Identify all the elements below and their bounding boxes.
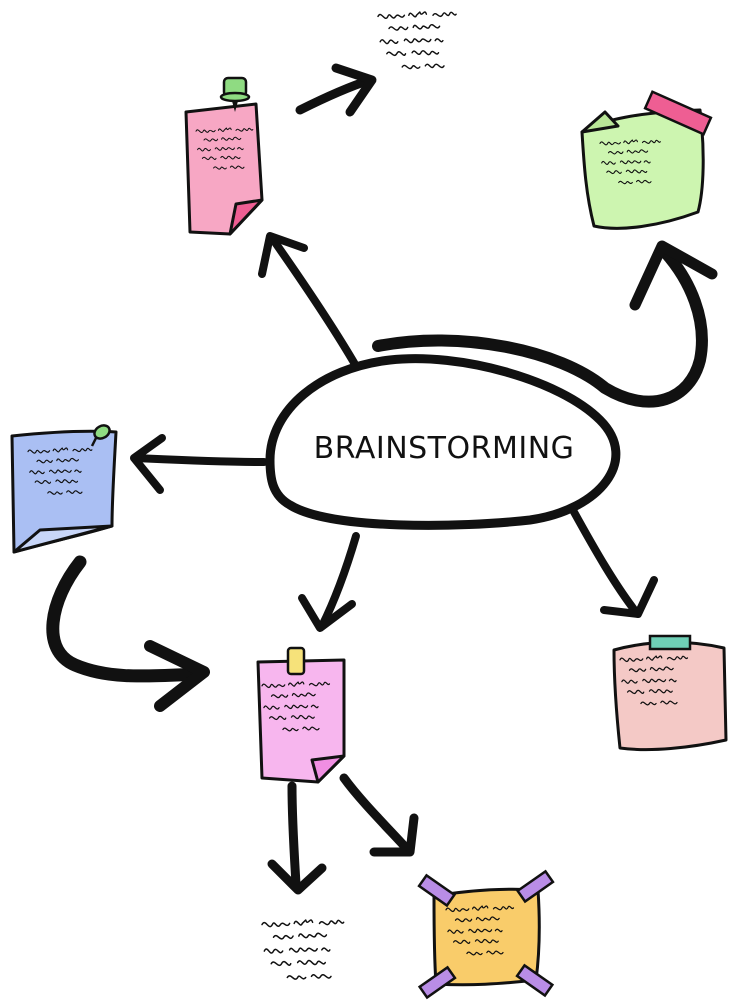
handwriting-scribble-bottom <box>261 919 345 980</box>
pushpin-icon <box>219 76 251 112</box>
arrow-to-rose-note <box>570 508 658 618</box>
arrow-blue-to-violet <box>46 555 210 712</box>
central-node: BRAINSTORMING <box>265 354 621 530</box>
arrow-to-pink-note <box>258 232 360 370</box>
arrow-to-blue-note <box>130 434 268 494</box>
central-label: BRAINSTORMING <box>314 431 575 466</box>
clip-icon <box>286 646 306 676</box>
sticky-note-pink <box>184 76 264 236</box>
sticky-note-orange <box>417 869 555 1000</box>
sticky-note-green <box>580 90 713 230</box>
pushpin-icon <box>90 424 111 447</box>
connector-arrows <box>46 63 718 895</box>
tape-icon <box>648 634 692 651</box>
tape-icon <box>643 90 713 136</box>
handwriting-scribble-top <box>377 11 457 70</box>
sticky-note-blue <box>10 424 118 554</box>
arrow-pink-to-scribble <box>295 63 377 117</box>
sticky-note-violet <box>256 646 346 784</box>
tape-icon <box>417 869 555 1000</box>
arrow-to-green-note <box>372 240 718 408</box>
arrow-violet-to-scribble <box>267 781 327 895</box>
arrow-to-violet-note <box>298 532 360 632</box>
sticky-note-rose <box>612 634 728 752</box>
arrow-violet-to-orange <box>339 773 419 857</box>
